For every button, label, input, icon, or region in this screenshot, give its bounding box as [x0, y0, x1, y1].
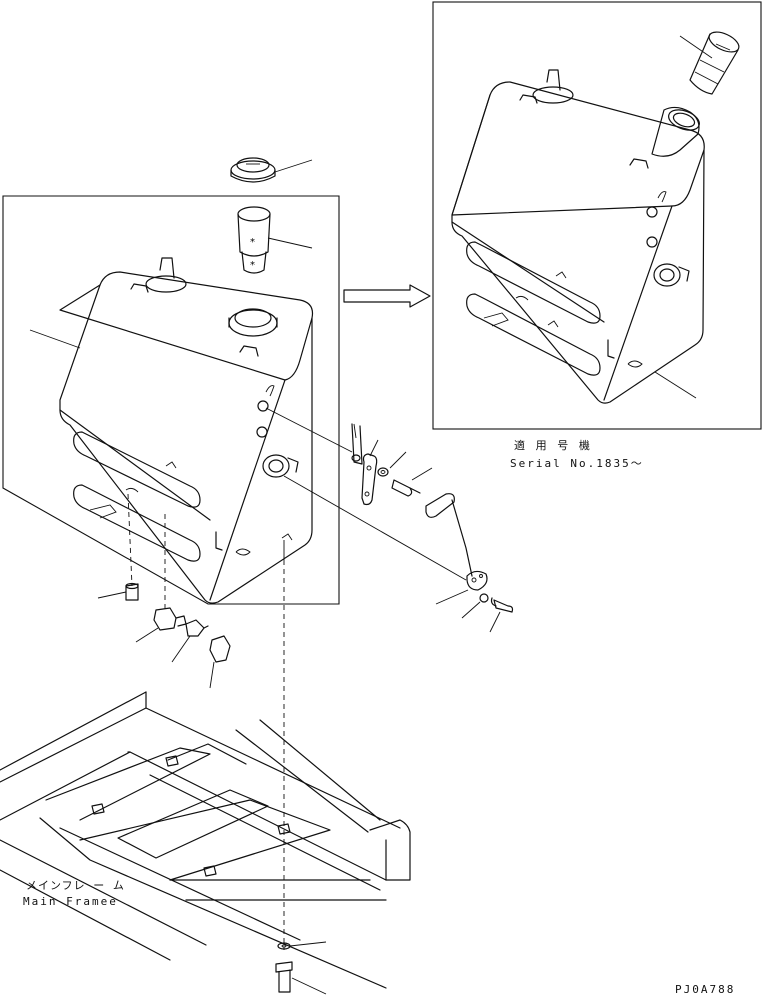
- serial-label-jp: 適 用 号 機: [514, 439, 592, 452]
- svg-text:*: *: [250, 237, 255, 248]
- link-line: [265, 407, 353, 453]
- drain-fittings: [125, 493, 231, 663]
- strainer: * *: [237, 206, 271, 274]
- leader-lines: [29, 35, 713, 995]
- inset-frame: [432, 1, 762, 430]
- link-line: [283, 475, 467, 581]
- main-frame-label-en: Main Framee: [23, 895, 118, 908]
- serial-label-en: Serial No.1835～: [510, 457, 644, 470]
- fuel-tank: [59, 257, 314, 604]
- main-frame-label-jp: メインフレ ー ム: [26, 879, 125, 892]
- fuel-gauge-assembly: [351, 423, 514, 613]
- drawing-number: PJ0A788: [675, 983, 736, 995]
- filler-cap: [230, 157, 276, 183]
- inset-strainer: [689, 31, 740, 95]
- inset-fuel-tank: [451, 69, 705, 404]
- mount-bolt: [275, 942, 293, 993]
- svg-text:*: *: [250, 260, 255, 271]
- variant-arrow: [343, 284, 431, 308]
- main-frame: [0, 691, 411, 989]
- main-detail-frame: [2, 195, 340, 605]
